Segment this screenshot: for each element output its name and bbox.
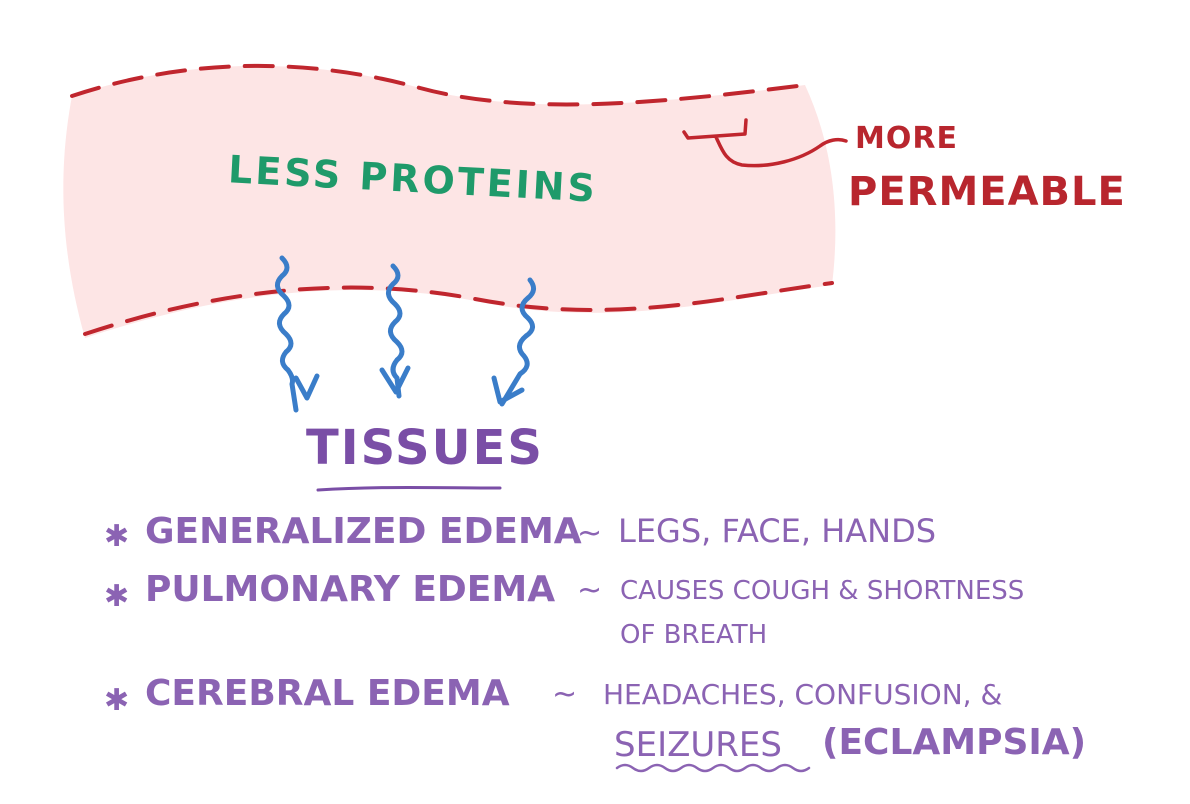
asterisk-bullet-icon: ✱ <box>104 683 130 718</box>
seizures-underline <box>615 763 811 773</box>
tilde-icon: ~ <box>577 516 603 551</box>
blood-vessel-icon <box>63 65 836 338</box>
edema-effect: Causes Cough & Shortness <box>620 576 1025 606</box>
asterisk-bullet-icon: ✱ <box>104 519 130 554</box>
edema-effect: Legs, Face, Hands <box>618 512 937 550</box>
permeable-bracket-icon <box>682 118 848 168</box>
vessel-lower-wall <box>83 281 834 336</box>
edema-effect: Headaches, Confusion, & <box>603 678 1003 711</box>
fluid-leak-arrow-icon <box>275 255 320 413</box>
asterisk-bullet-icon: ✱ <box>104 579 130 614</box>
fluid-leak-arrow-icon <box>491 277 536 407</box>
edema-name: Pulmonary Edema <box>145 569 556 610</box>
edema-effect: of Breath <box>620 620 768 650</box>
tissues-underline <box>316 486 502 492</box>
fluid-leak-arrow-icon <box>379 263 411 399</box>
vessel-upper-wall <box>70 63 807 107</box>
more-label: More <box>855 121 958 156</box>
eclampsia-label: (Eclampsia) <box>822 722 1087 763</box>
tilde-icon: ~ <box>577 573 603 608</box>
seizures-label: Seizures <box>614 725 782 765</box>
edema-name: Generalized Edema <box>145 511 582 552</box>
tilde-icon: ~ <box>552 677 578 712</box>
permeable-label: Permeable <box>848 169 1126 215</box>
edema-name: Cerebral Edema <box>145 673 510 714</box>
tissues-heading: Tissues <box>306 420 544 476</box>
